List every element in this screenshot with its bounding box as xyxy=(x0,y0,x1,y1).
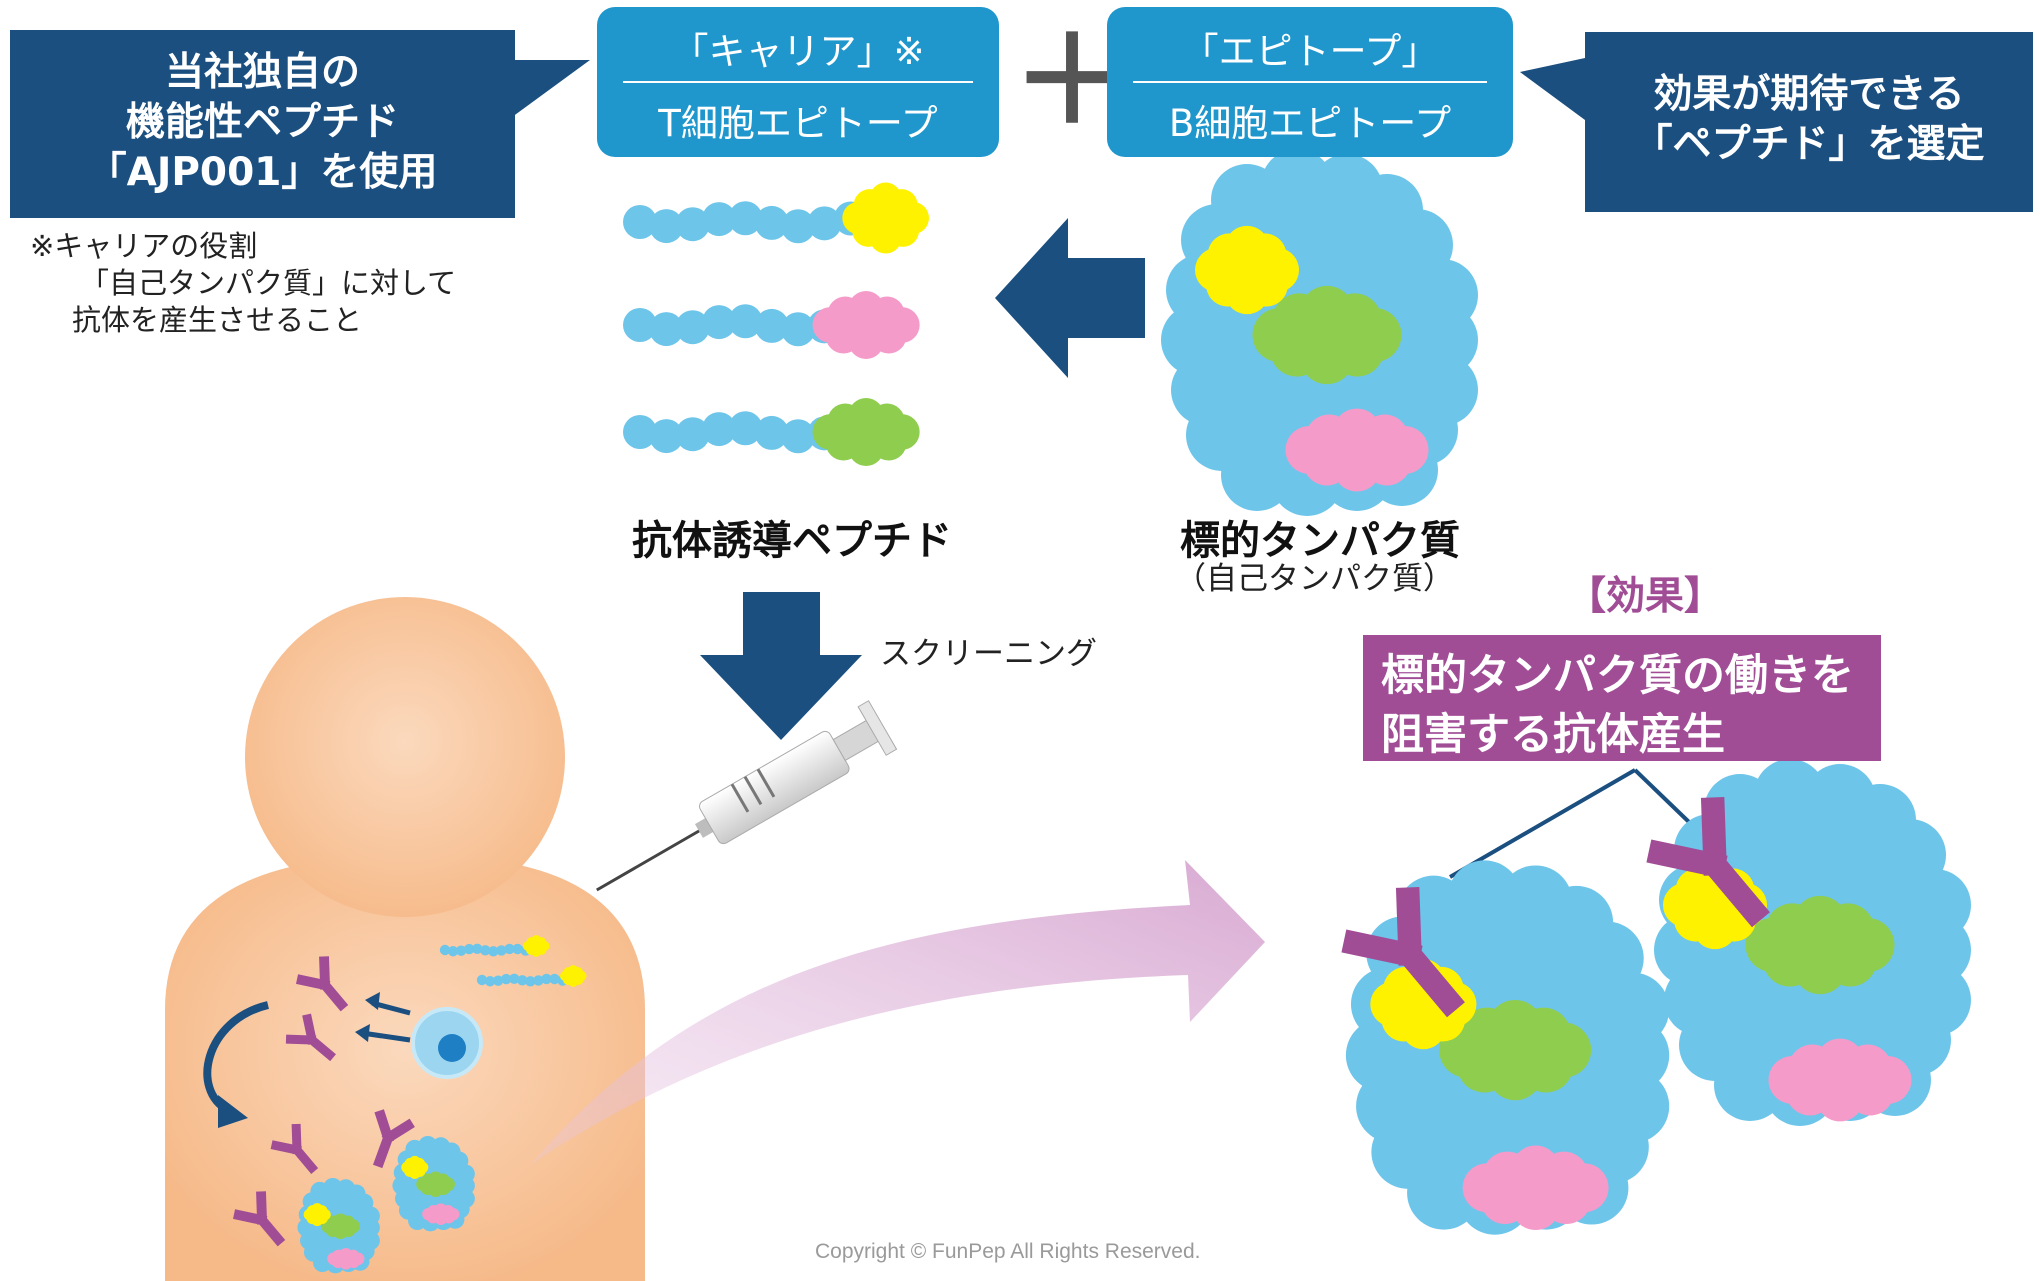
left-callout: 当社独自の 機能性ペプチド 「AJP001」を使用 xyxy=(10,30,515,218)
left-callout-tail xyxy=(508,60,590,120)
cycle-arrow-icon xyxy=(203,1001,270,1114)
effect-pointer-left xyxy=(1448,768,1637,879)
target-protein-bound-right xyxy=(1654,759,1971,1126)
right-callout-line1: 効果が期待できる xyxy=(1653,72,1965,117)
carrier-title: 「キャリア」※ xyxy=(671,30,925,73)
small-target-protein-1 xyxy=(392,1135,475,1232)
carrier-subtitle: T細胞エピトープ xyxy=(658,102,938,145)
effect-heading: 【効果】 xyxy=(1567,574,1724,619)
carrier-note-line3: 抗体を産生させること xyxy=(72,303,363,338)
effect-line1: 標的タンパク質の働きを xyxy=(1381,651,1854,701)
target-caption: 標的タンパク質 xyxy=(1180,518,1460,564)
small-target-protein-2 xyxy=(297,1177,380,1274)
right-callout-tail xyxy=(1520,58,1585,120)
target-protein-icon xyxy=(1161,149,1478,516)
left-callout-line3: 「AJP001」を使用 xyxy=(87,149,438,195)
antibody-icon-1 xyxy=(295,956,349,1012)
carrier-note: ※キャリアの役割「自己タンパク質」に対して抗体を産生させること xyxy=(30,228,456,339)
effect-pointer-right xyxy=(1633,768,1692,825)
carrier-divider xyxy=(623,81,973,83)
antibody-icon-4 xyxy=(373,1109,415,1169)
person-icon xyxy=(165,597,645,1281)
left-arrow-icon xyxy=(995,218,1145,378)
effect-box: 標的タンパク質の働きを 阻害する抗体産生 xyxy=(1363,635,1881,761)
injected-peptides-icon xyxy=(439,935,587,987)
carrier-note-line2: 「自己タンパク質」に対して xyxy=(80,266,457,301)
antibody-bound-left xyxy=(1341,887,1465,1018)
antibody-icon-3 xyxy=(270,1123,319,1174)
b-cell-icon xyxy=(411,1007,483,1079)
effect-line2: 阻害する抗体産生 xyxy=(1381,710,1725,761)
target-subcaption: （自己タンパク質） xyxy=(1175,561,1454,597)
left-callout-line1: 当社独自の xyxy=(164,50,360,95)
effect-arrow-icon xyxy=(530,860,1265,1165)
antibody-icon-5 xyxy=(232,1191,286,1247)
left-callout-line2: 機能性ペプチド xyxy=(125,99,399,145)
epitope-divider xyxy=(1133,81,1487,83)
copyright-text: Copyright © FunPep All Rights Reserved. xyxy=(815,1240,1201,1263)
carrier-box: 「キャリア」※ T細胞エピトープ xyxy=(597,7,999,157)
antibody-bound-right xyxy=(1646,797,1770,928)
antibody-icon-2 xyxy=(285,1013,336,1062)
down-arrow-icon xyxy=(700,592,862,740)
right-callout: 効果が期待できる 「ペプチド」を選定 xyxy=(1585,32,2033,212)
carrier-note-line1: ※キャリアの役割 xyxy=(30,229,258,263)
peptide-caption: 抗体誘導ペプチド xyxy=(632,518,952,564)
screening-label: スクリーニング xyxy=(880,636,1097,672)
epitope-box: 「エピトープ」 B細胞エピトープ xyxy=(1107,7,1513,157)
target-protein-bound-left xyxy=(1345,860,1670,1235)
epitope-title: 「エピトープ」 xyxy=(1181,30,1439,73)
right-callout-line2: 「ペプチド」を選定 xyxy=(1633,121,1985,167)
syringe-icon xyxy=(596,700,898,892)
peptide-chains-icon xyxy=(623,182,929,466)
epitope-subtitle: B細胞エピトープ xyxy=(1168,102,1452,145)
